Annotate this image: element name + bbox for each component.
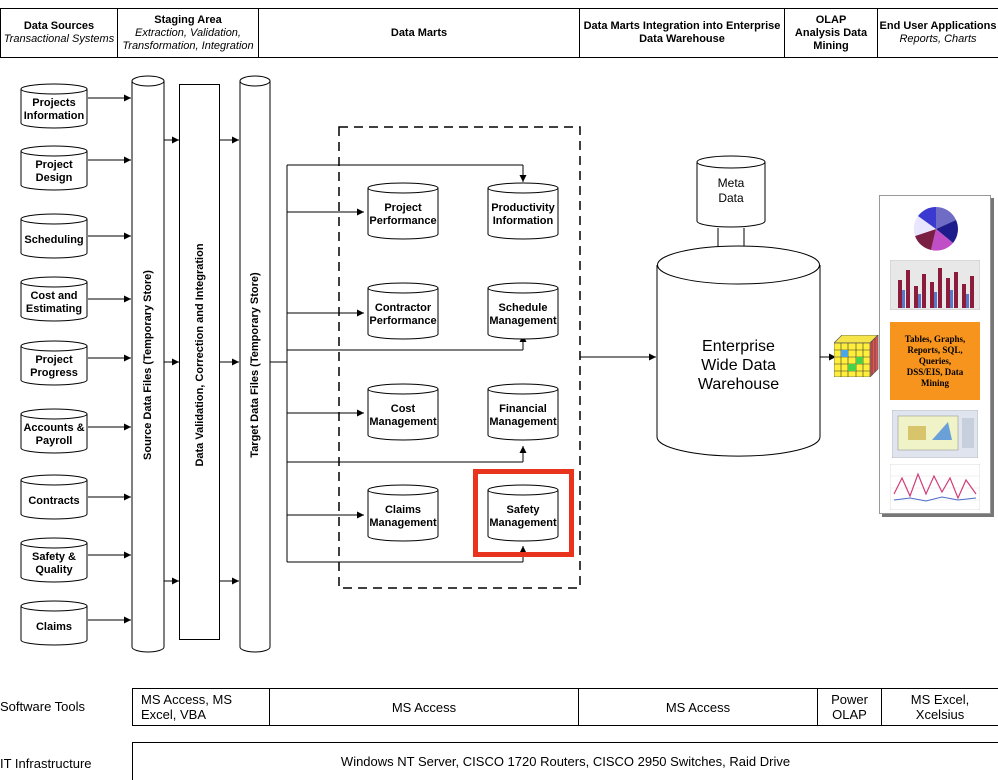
tool-cell-end-user: MS Excel, Xcelsius bbox=[881, 688, 998, 726]
cylinder-icon bbox=[367, 484, 439, 542]
mart-label: Schedule Management bbox=[489, 302, 557, 327]
mart-label: Project Performance bbox=[369, 202, 437, 227]
header-title: Staging Area bbox=[154, 13, 222, 26]
end-user-applications-panel: Tables, Graphs, Reports, SQL, Queries, D… bbox=[879, 195, 991, 514]
mart-claims-management: Claims Management bbox=[367, 484, 439, 542]
mart-label: Safety Management bbox=[489, 504, 557, 529]
cylinder-icon bbox=[487, 182, 559, 240]
header-subtitle: Transactional Systems bbox=[3, 33, 115, 45]
mart-financial-management: Financial Management bbox=[487, 383, 559, 441]
header-title: Data Marts Integration into Enterprise D… bbox=[583, 20, 781, 45]
cylinder-icon bbox=[656, 245, 821, 457]
bar-chart-icon bbox=[890, 260, 980, 310]
header-title: Data Marts bbox=[390, 26, 448, 39]
source-claims: Claims bbox=[20, 600, 88, 646]
source-safety-and-quality: Safety & Quality bbox=[20, 537, 88, 583]
header-title: Data Sources bbox=[23, 20, 95, 32]
tool-cell-data-marts: MS Access bbox=[269, 688, 579, 726]
source-label: Accounts & Payroll bbox=[23, 422, 85, 447]
tool-cell-staging: MS Access, MS Excel, VBA bbox=[132, 688, 270, 726]
olap-cube-icon bbox=[834, 335, 879, 377]
cylinder-icon bbox=[696, 155, 766, 228]
mart-label: Productivity Information bbox=[491, 202, 555, 227]
meta-data-store: Meta Data bbox=[696, 155, 766, 228]
source-label: Projects Information bbox=[23, 97, 85, 122]
warehouse-label: Enterprise Wide Data Warehouse bbox=[697, 337, 780, 393]
cylinder-icon bbox=[487, 282, 559, 340]
tool-cell-warehouse: MS Access bbox=[578, 688, 818, 726]
mart-label: Claims Management bbox=[369, 504, 437, 529]
source-contracts: Contracts bbox=[20, 474, 88, 520]
source-projects-information: Projects Information bbox=[20, 83, 88, 129]
source-project-progress: Project Progress bbox=[20, 340, 88, 386]
cylinder-icon bbox=[20, 145, 88, 191]
dashboard-screenshot-icon bbox=[892, 410, 978, 458]
cylinder-icon bbox=[20, 474, 88, 520]
line-chart-icon bbox=[890, 464, 980, 510]
cylinder-icon bbox=[487, 484, 559, 542]
cylinder-icon bbox=[367, 282, 439, 340]
target-data-files-label: Target Data Files (Temporary Store) bbox=[249, 272, 261, 458]
source-label: Scheduling bbox=[24, 233, 84, 246]
mart-cost-management: Cost Management bbox=[367, 383, 439, 441]
pie-chart-icon bbox=[913, 206, 958, 251]
it-infrastructure-cell: Windows NT Server, CISCO 1720 Routers, C… bbox=[132, 742, 998, 780]
validation-process-box: Data Validation, Correction and Integrat… bbox=[179, 84, 220, 640]
source-project-design: Project Design bbox=[20, 145, 88, 191]
source-label: Contracts bbox=[28, 494, 80, 507]
mart-safety-management: Safety Management bbox=[487, 484, 559, 542]
cylinder-icon bbox=[20, 340, 88, 386]
header-subtitle: Extraction, Validation, Transformation, … bbox=[122, 26, 254, 52]
enterprise-data-warehouse: Enterprise Wide Data Warehouse bbox=[656, 245, 821, 457]
safety-management-highlight bbox=[473, 469, 574, 557]
meta-data-label: Meta Data bbox=[717, 176, 745, 205]
header-title: End User Applications bbox=[879, 20, 997, 32]
mart-project-performance: Project Performance bbox=[367, 182, 439, 240]
cylinder-icon bbox=[20, 83, 88, 129]
validation-label: Data Validation, Correction and Integrat… bbox=[194, 243, 206, 467]
cylinder-icon bbox=[20, 213, 88, 259]
source-label: Project Design bbox=[35, 159, 73, 184]
mart-label: Financial Management bbox=[489, 403, 557, 428]
source-label: Safety & Quality bbox=[31, 551, 77, 576]
mart-label: Contractor Performance bbox=[369, 302, 437, 327]
source-label: Project Progress bbox=[30, 354, 78, 379]
source-data-files-label: Source Data Files (Temporary Store) bbox=[142, 270, 154, 460]
source-label: Cost and Estimating bbox=[25, 290, 83, 315]
cylinder-icon bbox=[131, 75, 165, 653]
source-cost-and-estimating: Cost and Estimating bbox=[20, 276, 88, 322]
source-accounts-and-payroll: Accounts & Payroll bbox=[20, 408, 88, 454]
cylinder-icon bbox=[239, 75, 271, 653]
header-title: OLAP Analysis Data Mining bbox=[794, 13, 868, 52]
header-dm-integration: Data Marts Integration into Enterprise D… bbox=[579, 8, 785, 58]
header-end-user-apps: End User Applications Reports, Charts bbox=[877, 8, 998, 58]
source-data-files-store: Source Data Files (Temporary Store) bbox=[131, 75, 165, 653]
software-tools-label: Software Tools bbox=[0, 699, 86, 714]
reports-box: Tables, Graphs, Reports, SQL, Queries, D… bbox=[890, 322, 980, 400]
cylinder-icon bbox=[20, 276, 88, 322]
mart-contractor-performance: Contractor Performance bbox=[367, 282, 439, 340]
header-olap: OLAP Analysis Data Mining bbox=[784, 8, 878, 58]
cylinder-icon bbox=[487, 383, 559, 441]
cylinder-icon bbox=[20, 408, 88, 454]
cylinder-icon bbox=[367, 182, 439, 240]
cylinder-icon bbox=[20, 600, 88, 646]
cylinder-icon bbox=[20, 537, 88, 583]
target-data-files-store: Target Data Files (Temporary Store) bbox=[239, 75, 271, 653]
source-scheduling: Scheduling bbox=[20, 213, 88, 259]
cylinder-icon bbox=[367, 383, 439, 441]
header-subtitle: Reports, Charts bbox=[899, 33, 977, 45]
mart-schedule-management: Schedule Management bbox=[487, 282, 559, 340]
source-label: Claims bbox=[35, 620, 73, 633]
it-infrastructure-label: IT Infrastructure bbox=[0, 756, 92, 771]
header-data-sources: Data Sources Transactional Systems bbox=[0, 8, 118, 58]
mart-label: Cost Management bbox=[369, 403, 437, 428]
mart-productivity-information: Productivity Information bbox=[487, 182, 559, 240]
tool-cell-olap: Power OLAP bbox=[817, 688, 882, 726]
